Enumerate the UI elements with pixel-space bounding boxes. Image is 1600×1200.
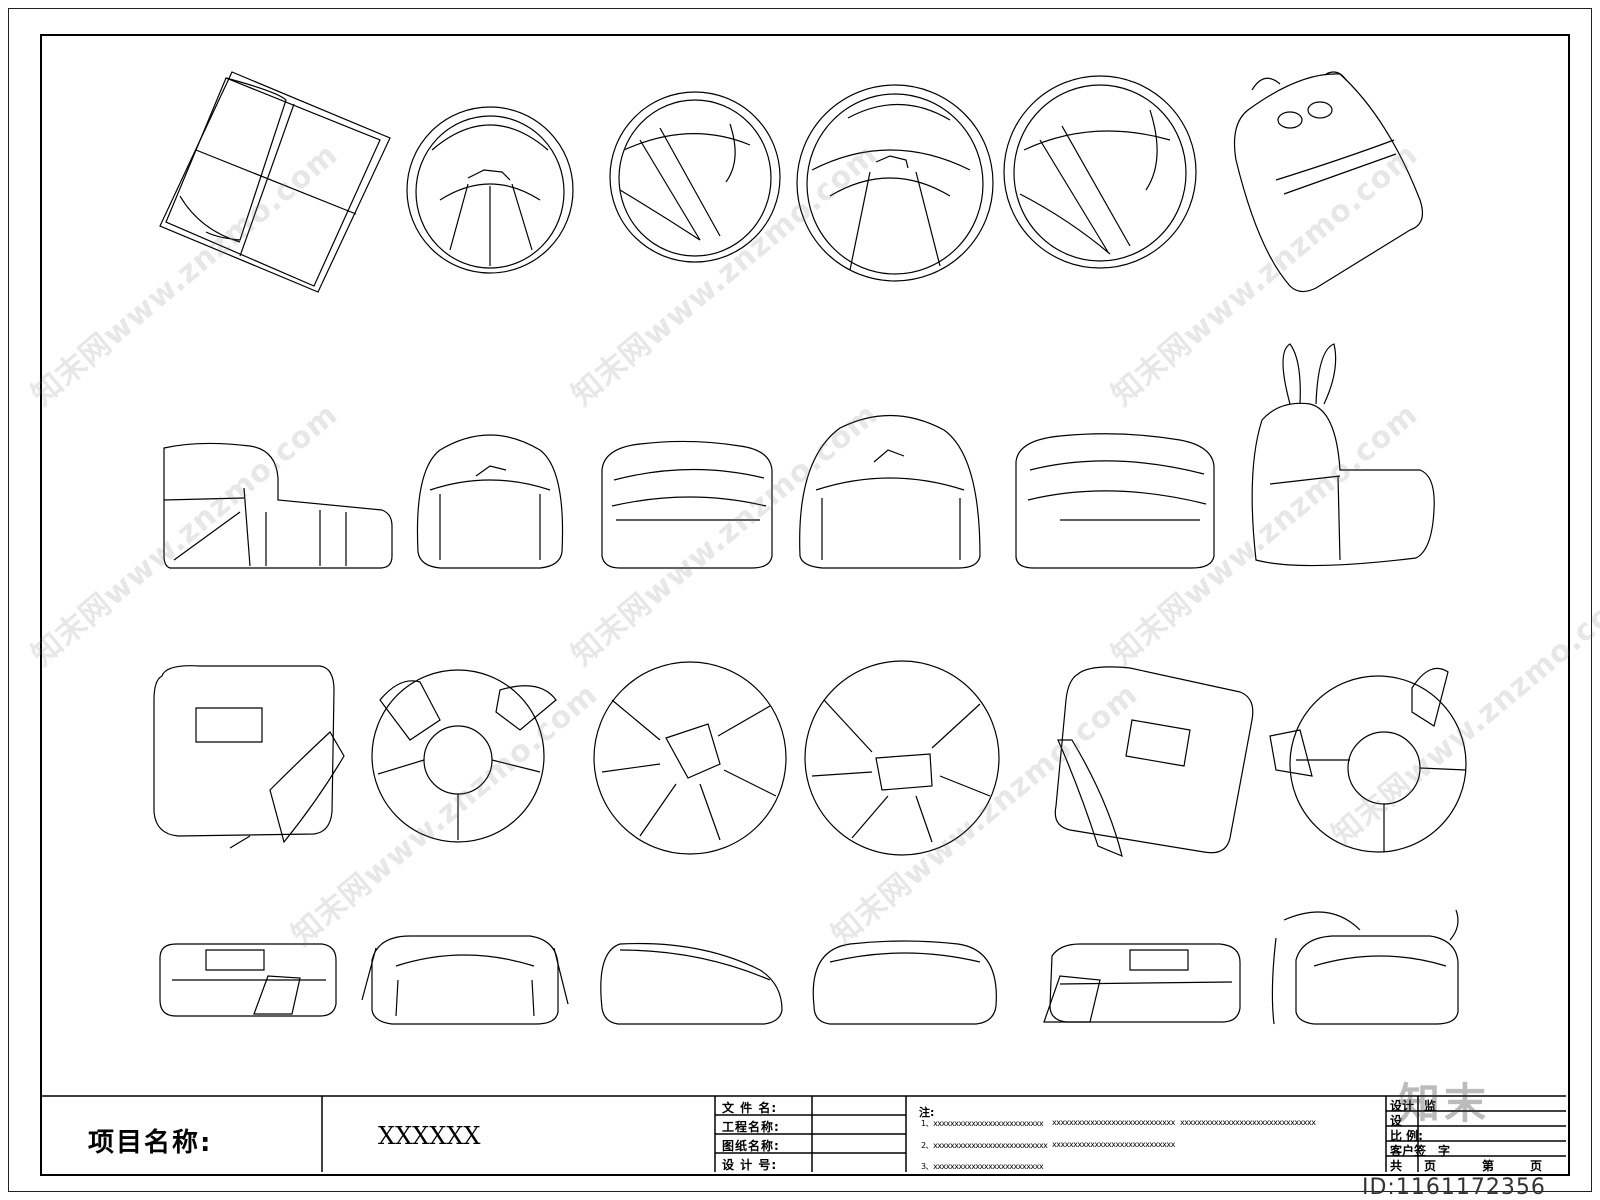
beanbag-front-2 (812, 940, 997, 1025)
square-chair-throw-front-2 (1043, 943, 1241, 1023)
square-cushion-plan (159, 71, 391, 293)
right-field-designer: 设计 (1390, 1099, 1415, 1113)
field-design-number: 设 计 号: (722, 1158, 778, 1172)
beanbag-side-1 (600, 942, 783, 1025)
brand-logo: 知末 (1398, 1079, 1491, 1128)
project-name-label: 项目名称: (88, 1128, 213, 1158)
project-name-value: XXXXXX (378, 1122, 481, 1150)
round-beanbag-front-1 (416, 434, 564, 569)
square-chair-throw-plan (153, 665, 345, 849)
square-chair-throw-plan-2 (1054, 666, 1254, 858)
right-field-page-no: 第 (1482, 1159, 1495, 1173)
square-chair-throw-front (159, 943, 337, 1017)
round-beanbag-plan-4 (1003, 75, 1197, 269)
round-beanbag-plan-3 (796, 84, 994, 282)
outer-border (8, 8, 1592, 1192)
right-field-supervisor: 监 (1424, 1099, 1437, 1113)
note-3a: 3、xxxxxxxxxxxxxxxxxxxxxxxxxx (921, 1162, 1044, 1171)
tufted-round-plan-2 (804, 660, 1000, 856)
rabbit-ring-plan-2 (1269, 667, 1467, 853)
field-drawing-name: 图纸名称: (722, 1139, 780, 1153)
rabbit-chair-front-2 (1271, 909, 1459, 1025)
right-field-page-suffix: 页 (1530, 1159, 1543, 1173)
rabbit-ring-plan-1 (371, 669, 557, 843)
right-field-total-pages: 页 (1424, 1159, 1437, 1173)
field-project-name: 工程名称: (722, 1120, 780, 1134)
rabbit-beanbag-plan (1233, 71, 1423, 293)
right-field-total: 共 (1390, 1159, 1403, 1173)
rabbit-beanbag-side (1251, 343, 1435, 567)
title-block-grid (40, 1095, 1566, 1172)
right-field-scale: 比 例: (1390, 1129, 1423, 1143)
note-2b: xxxxxxxxxxxxxxxxxxxxxxxxxxxxx (1052, 1140, 1175, 1149)
round-beanbag-front-2 (799, 414, 981, 569)
rabbit-chair-front (361, 935, 569, 1025)
lounge-chair-front-1 (601, 440, 773, 569)
drawing-frame (40, 34, 1570, 1176)
note-2a: 2、xxxxxxxxxxxxxxxxxxxxxxxxxxx (921, 1141, 1048, 1150)
notes-title: 注: (919, 1106, 935, 1119)
field-file-name: 文 件 名: (722, 1101, 778, 1115)
note-1a: 1、xxxxxxxxxxxxxxxxxxxxxxxxxx (921, 1119, 1044, 1128)
round-beanbag-plan-1 (406, 106, 574, 274)
note-1b: xxxxxxxxxxxxxxxxxxxxxxxxxxxxx (1052, 1118, 1175, 1127)
right-field-client-sign: 客户签 (1390, 1144, 1427, 1158)
tufted-round-plan-1 (593, 661, 787, 855)
image-id: ID:1161172356 (1362, 1175, 1546, 1200)
right-field-design: 设 (1390, 1114, 1403, 1128)
note-1c: xxxxxxxxxxxxxxxxxxxxxxxxxxxxxxxx (1180, 1118, 1316, 1127)
lounge-chair-front-2 (1015, 433, 1215, 569)
lounge-sofa-side (163, 442, 393, 569)
right-field-sign-suffix: 字 (1438, 1144, 1451, 1158)
round-beanbag-plan-2 (609, 91, 781, 263)
